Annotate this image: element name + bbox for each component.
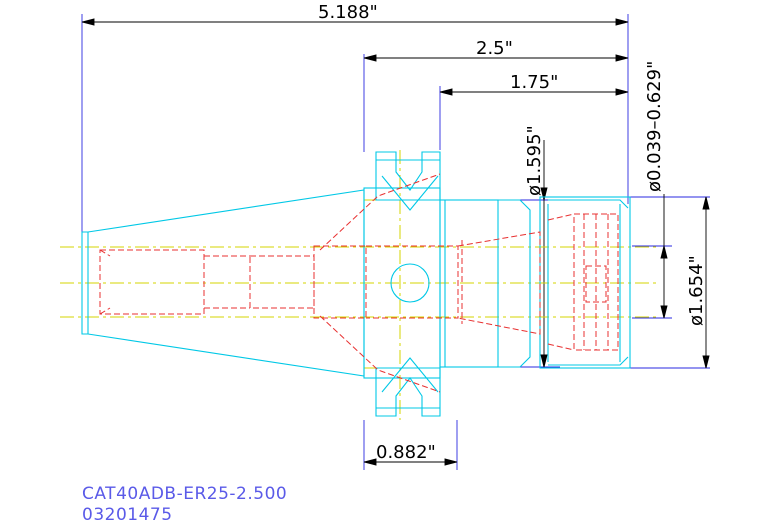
part-number: 03201475 — [82, 505, 173, 525]
hidden-lines — [99, 173, 619, 393]
dim-clamp-range: ø0.039–0.629" — [644, 61, 665, 192]
dim-flange-to-end: 1.75" — [510, 72, 558, 93]
holder-outline — [81, 151, 631, 417]
part-name: CAT40ADB-ER25-2.500 — [82, 484, 288, 504]
dim-flange-width: 0.882" — [376, 442, 436, 463]
dim-gauge-to-end: 2.5" — [476, 38, 513, 59]
dim-collet-nut-dia: ø1.595" — [524, 125, 545, 196]
dimension-lines — [81, 18, 710, 466]
dim-overall-length: 5.188" — [318, 2, 378, 23]
extension-lines — [81, 14, 710, 470]
dim-nut-outer-dia: ø1.654" — [686, 255, 707, 326]
